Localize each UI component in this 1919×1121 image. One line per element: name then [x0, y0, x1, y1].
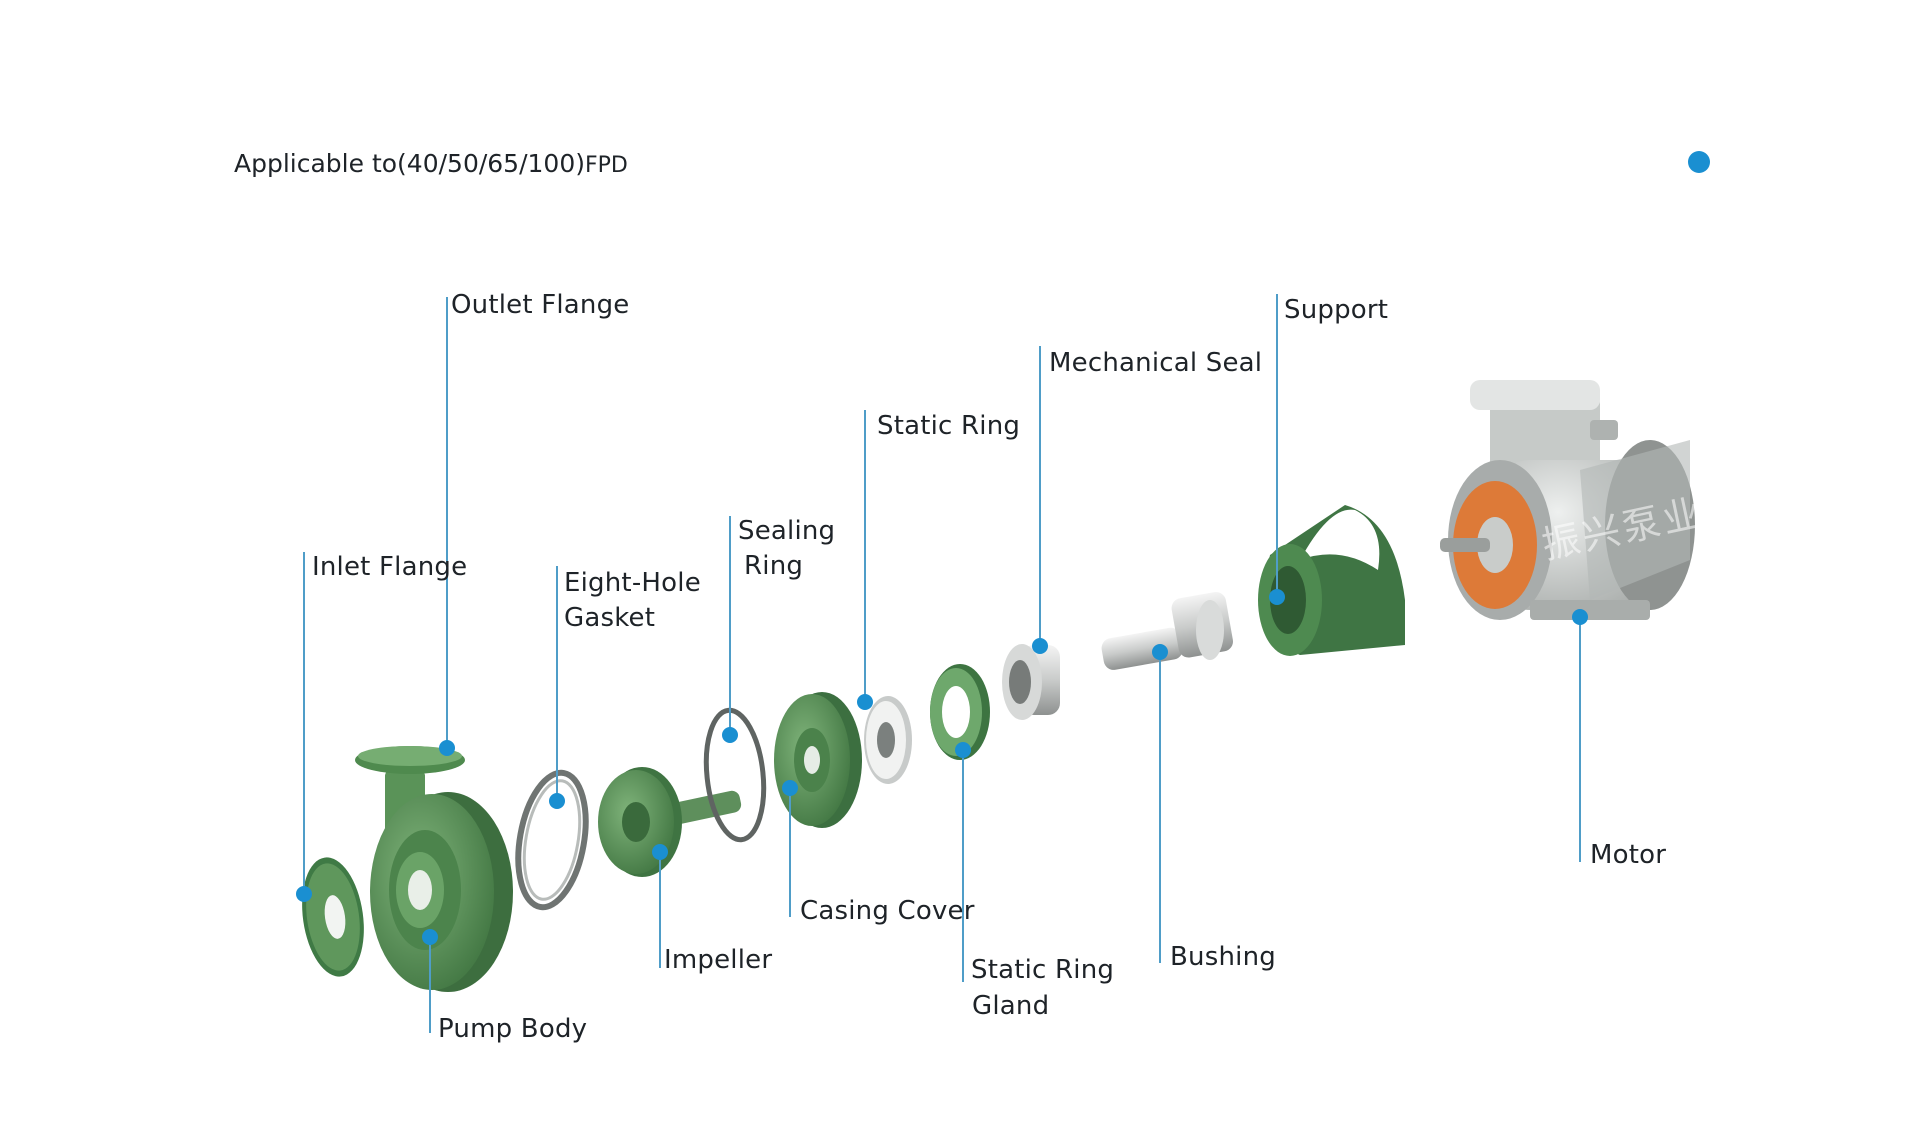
static-ring-gland-part — [930, 664, 990, 760]
label-support: Support — [1284, 295, 1389, 325]
label-static-ring: Static Ring — [877, 411, 1021, 441]
bushing-part — [1101, 592, 1233, 670]
pump-body-part — [355, 746, 513, 992]
dot-sealing-ring — [722, 727, 738, 743]
casing-cover-part — [774, 692, 862, 828]
dot-bushing — [1152, 644, 1168, 660]
label-impeller: Impeller — [664, 945, 773, 975]
label-sealing-ring-1: Sealing — [738, 516, 836, 546]
dot-mechanical-seal — [1032, 638, 1048, 654]
dot-gasket — [549, 793, 565, 809]
label-static-ring-gland-1: Static Ring — [971, 955, 1115, 985]
label-motor: Motor — [1590, 840, 1667, 870]
page-title: Applicable to(40/50/65/100)FPD — [234, 147, 628, 183]
title-suffix: FPD — [584, 153, 628, 178]
label-bushing: Bushing — [1170, 942, 1276, 972]
label-casing-cover: Casing Cover — [800, 896, 975, 926]
dot-pump-body — [422, 929, 438, 945]
dot-static-ring — [857, 694, 873, 710]
dot-support — [1269, 589, 1285, 605]
motor-part — [1440, 380, 1695, 620]
static-ring-part — [864, 696, 912, 784]
inlet-flange-part — [302, 857, 364, 977]
title-prefix: Applicable to — [234, 149, 398, 178]
label-static-ring-gland-2: Gland — [972, 991, 1050, 1021]
label-inlet-flange: Inlet Flange — [312, 552, 468, 582]
dot-impeller — [652, 844, 668, 860]
dot-inlet-flange — [296, 886, 312, 902]
dot-casing-cover — [782, 780, 798, 796]
header-end-dot — [1688, 151, 1710, 173]
dot-outlet-flange — [439, 740, 455, 756]
label-eight-hole-gasket-1: Eight-Hole — [564, 568, 701, 598]
label-eight-hole-gasket-2: Gasket — [564, 603, 656, 633]
label-outlet-flange: Outlet Flange — [451, 290, 630, 320]
dot-motor — [1572, 609, 1588, 625]
mechanical-seal-part — [1002, 644, 1060, 720]
label-sealing-ring-2: Ring — [744, 551, 804, 581]
sealing-ring-part — [703, 707, 767, 843]
support-part — [1258, 505, 1405, 656]
label-pump-body: Pump Body — [438, 1014, 588, 1044]
dot-static-ring-gland — [955, 742, 971, 758]
label-mechanical-seal: Mechanical Seal — [1049, 348, 1263, 378]
title-models: (40/50/65/100) — [397, 149, 585, 178]
gasket-part — [515, 769, 589, 911]
